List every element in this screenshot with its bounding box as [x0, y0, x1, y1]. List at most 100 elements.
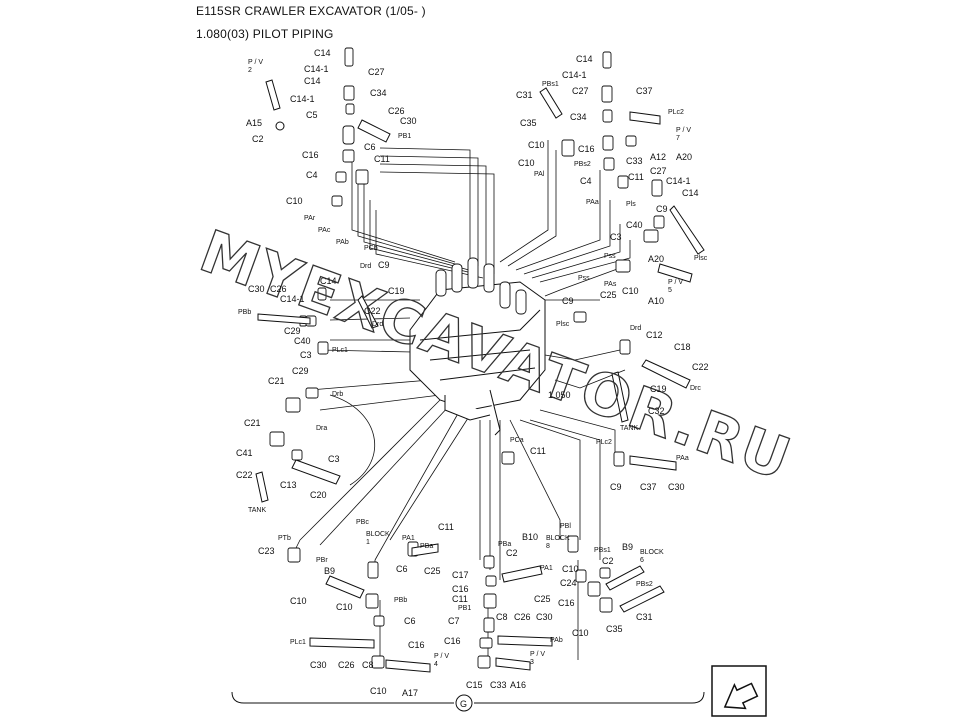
- label-ptb: PTb: [278, 535, 291, 542]
- label-c26d: C26: [338, 660, 355, 670]
- label-c30c: C30: [668, 482, 685, 492]
- label-pac: PAc: [318, 227, 331, 234]
- label-c10a: C10: [286, 196, 303, 206]
- label-c30a: C30: [400, 116, 417, 126]
- section-brace: [231, 691, 705, 712]
- label-pbs2a: PBs2: [574, 161, 591, 168]
- label-pbb: PBb: [238, 309, 251, 316]
- label-c17: C17: [452, 570, 469, 580]
- label-pab2: PAb: [550, 637, 563, 644]
- label-plsc2: Plsc: [556, 321, 570, 328]
- next-page-arrow-icon[interactable]: [711, 665, 767, 717]
- label-pba1: PBa: [420, 543, 433, 550]
- valve-spools: [435, 257, 527, 315]
- label-pbs2b: PBs2: [636, 581, 653, 588]
- label-plc2b: PLc2: [596, 439, 612, 446]
- label-c23: C23: [258, 546, 275, 556]
- label-b9a: B9: [324, 566, 335, 576]
- label-c3b: C3: [300, 350, 312, 360]
- label-c15: C15: [466, 680, 483, 690]
- label-pb1b: PB1: [458, 605, 471, 612]
- label-c22c: C22: [236, 470, 253, 480]
- label-tank1: TANK: [620, 425, 638, 432]
- label-c9a: C9: [656, 204, 668, 214]
- label-c2a: C2: [252, 134, 264, 144]
- svg-text:MYEXCAVATOR.RU: MYEXCAVATOR.RU: [192, 217, 801, 494]
- label-c14-1a: C14-1: [304, 64, 329, 74]
- label-drc: Drc: [690, 385, 701, 392]
- label-c4a: C4: [306, 170, 318, 180]
- page-title: E115SR CRAWLER EXCAVATOR (1/05- ): [196, 4, 426, 18]
- label-c41: C41: [236, 448, 253, 458]
- label-pa1a: PA1: [402, 535, 415, 542]
- label-c16d: C16: [558, 598, 575, 608]
- label-c16b: C16: [578, 144, 595, 154]
- label-pca: PCa: [510, 437, 524, 444]
- label-c3a: C3: [610, 232, 622, 242]
- label-drd1: Drd: [360, 263, 371, 270]
- label-paa2: PAa: [676, 455, 689, 462]
- label-pab: PAb: [336, 239, 349, 246]
- label-c10e: C10: [336, 602, 353, 612]
- label-c30e: C30: [310, 660, 327, 670]
- label-c29a: C29: [284, 326, 301, 336]
- label-c25a: C25: [600, 290, 617, 300]
- label-pbl: PBl: [560, 523, 571, 530]
- label-c34a: C34: [370, 88, 387, 98]
- label-c24: C24: [560, 578, 577, 588]
- page-subtitle: 1.080(03) PILOT PIPING: [196, 27, 334, 41]
- label-c14c: C14: [576, 54, 593, 64]
- label-pa1b: PA1: [540, 565, 553, 572]
- label-c6b: C6: [396, 564, 408, 574]
- label-c10b: C10: [528, 140, 545, 150]
- control-valve: [409, 281, 546, 436]
- label-c2c: C2: [602, 556, 614, 566]
- label-drd2: Drd: [372, 321, 383, 328]
- label-c10h: C10: [370, 686, 387, 696]
- label-c25b: C25: [424, 566, 441, 576]
- label-c25c: C25: [534, 594, 551, 604]
- pipe-lines: [289, 140, 631, 660]
- label-c11a: C11: [374, 154, 390, 164]
- label-c11c: C11: [530, 446, 546, 456]
- label-c7: C7: [448, 616, 460, 626]
- label-a10: A10: [648, 296, 664, 306]
- label-plsc1: Plsc: [694, 255, 708, 262]
- label-c37b: C37: [640, 482, 657, 492]
- label-c22a: C22: [364, 306, 381, 316]
- label-c5: C5: [306, 110, 318, 120]
- label-c10d: C10: [290, 596, 307, 606]
- label-pss2: Pss: [578, 275, 590, 282]
- label-c26a: C26: [388, 106, 405, 116]
- label-pba2: PBa: [498, 541, 511, 548]
- label-c6c: C6: [404, 616, 416, 626]
- label-c26b: C26: [270, 284, 287, 294]
- label-c18: C18: [674, 342, 691, 352]
- label-b10: B10: [522, 532, 538, 542]
- label-c16f: C16: [408, 640, 425, 650]
- label-c31b: C31: [636, 612, 653, 622]
- label-plc1b: PLc1: [290, 639, 306, 646]
- label-c34b: C34: [570, 112, 587, 122]
- label-c30d: C30: [536, 612, 553, 622]
- label-pbs1: PBs1: [542, 81, 559, 88]
- label-pas: PAs: [604, 281, 617, 288]
- label-c21b: C21: [244, 418, 261, 428]
- label-c29b: C29: [292, 366, 309, 376]
- label-ref1050: 1.050: [548, 390, 571, 400]
- fittings: [269, 47, 665, 669]
- label-c16c: C16: [452, 584, 469, 594]
- label-c10g: C10: [572, 628, 589, 638]
- label-c14b: C14: [304, 76, 321, 86]
- label-pls1: Pls: [626, 201, 636, 208]
- label-pcb: PCb: [364, 245, 378, 252]
- label-plc1a: PLc1: [332, 347, 348, 354]
- hoses: [255, 79, 705, 673]
